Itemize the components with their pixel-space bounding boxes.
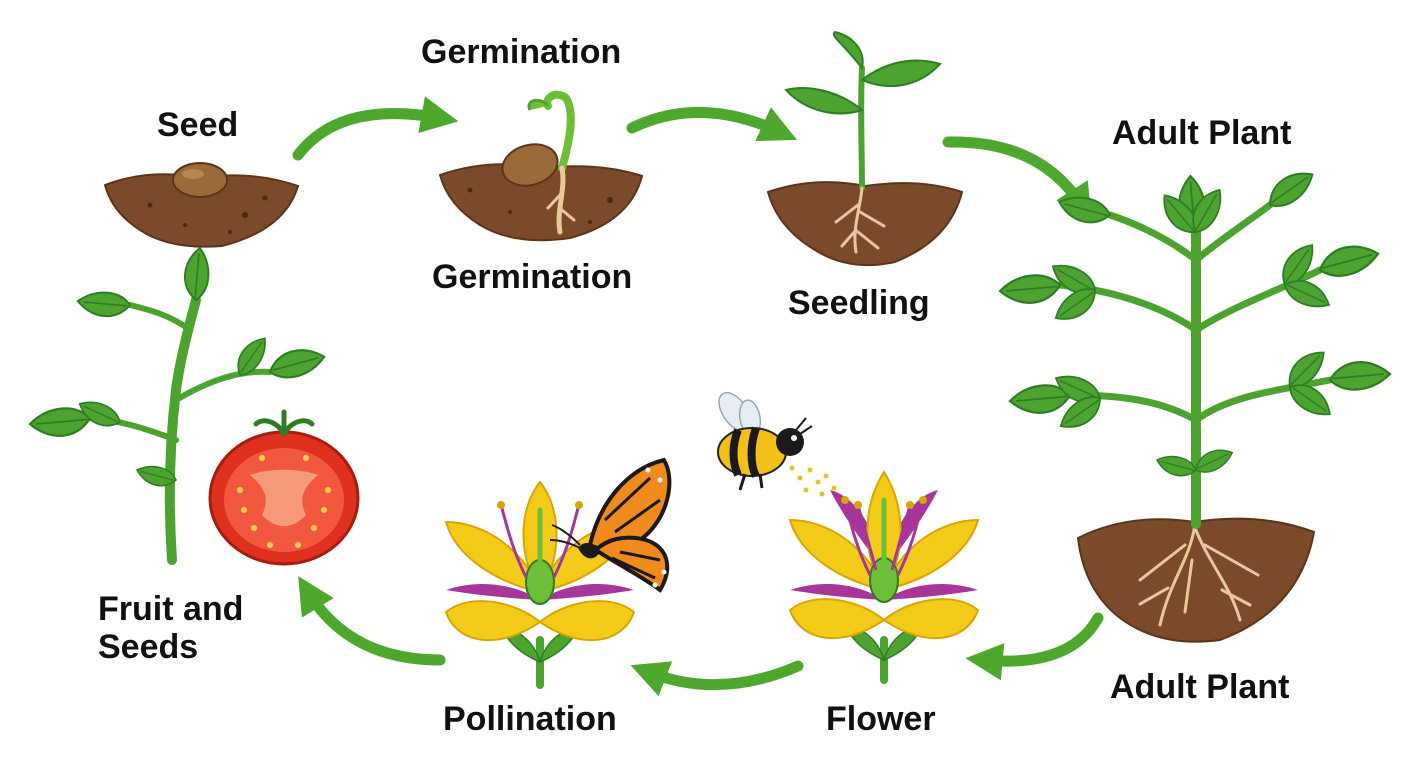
label-seedling: Seedling bbox=[788, 284, 930, 322]
arrow-pollination-to-fruit bbox=[298, 576, 446, 666]
pollination-illustration bbox=[444, 480, 636, 689]
seedling-illustration bbox=[766, 30, 964, 267]
label-germination-top: Germination bbox=[421, 33, 622, 71]
seed-illustration bbox=[103, 162, 300, 248]
arrow-seedling-to-adult bbox=[942, 136, 1093, 222]
flower-illustration bbox=[788, 470, 980, 684]
fruit-illustration bbox=[28, 245, 360, 566]
arrow-seed-to-germination bbox=[292, 96, 459, 161]
cycle-arrows bbox=[292, 96, 1104, 697]
label-germination-bottom: Germination bbox=[432, 258, 633, 296]
germination-illustration bbox=[438, 90, 644, 242]
arrow-germination-to-seedling bbox=[626, 106, 797, 142]
label-flower: Flower bbox=[826, 700, 936, 738]
arrow-adult-to-flower bbox=[965, 612, 1104, 681]
butterfly-illustration bbox=[549, 457, 672, 593]
label-pollination: Pollination bbox=[443, 700, 617, 738]
label-seed: Seed bbox=[157, 106, 239, 144]
label-adult-plant-bottom: Adult Plant bbox=[1110, 668, 1290, 706]
label-adult-plant-top: Adult Plant bbox=[1112, 114, 1292, 152]
bee-illustration bbox=[717, 391, 837, 497]
adult-plant-illustration bbox=[998, 164, 1392, 643]
label-fruit-and-seeds: Fruit and Seeds bbox=[98, 590, 244, 667]
arrow-flower-to-pollination bbox=[630, 660, 804, 697]
